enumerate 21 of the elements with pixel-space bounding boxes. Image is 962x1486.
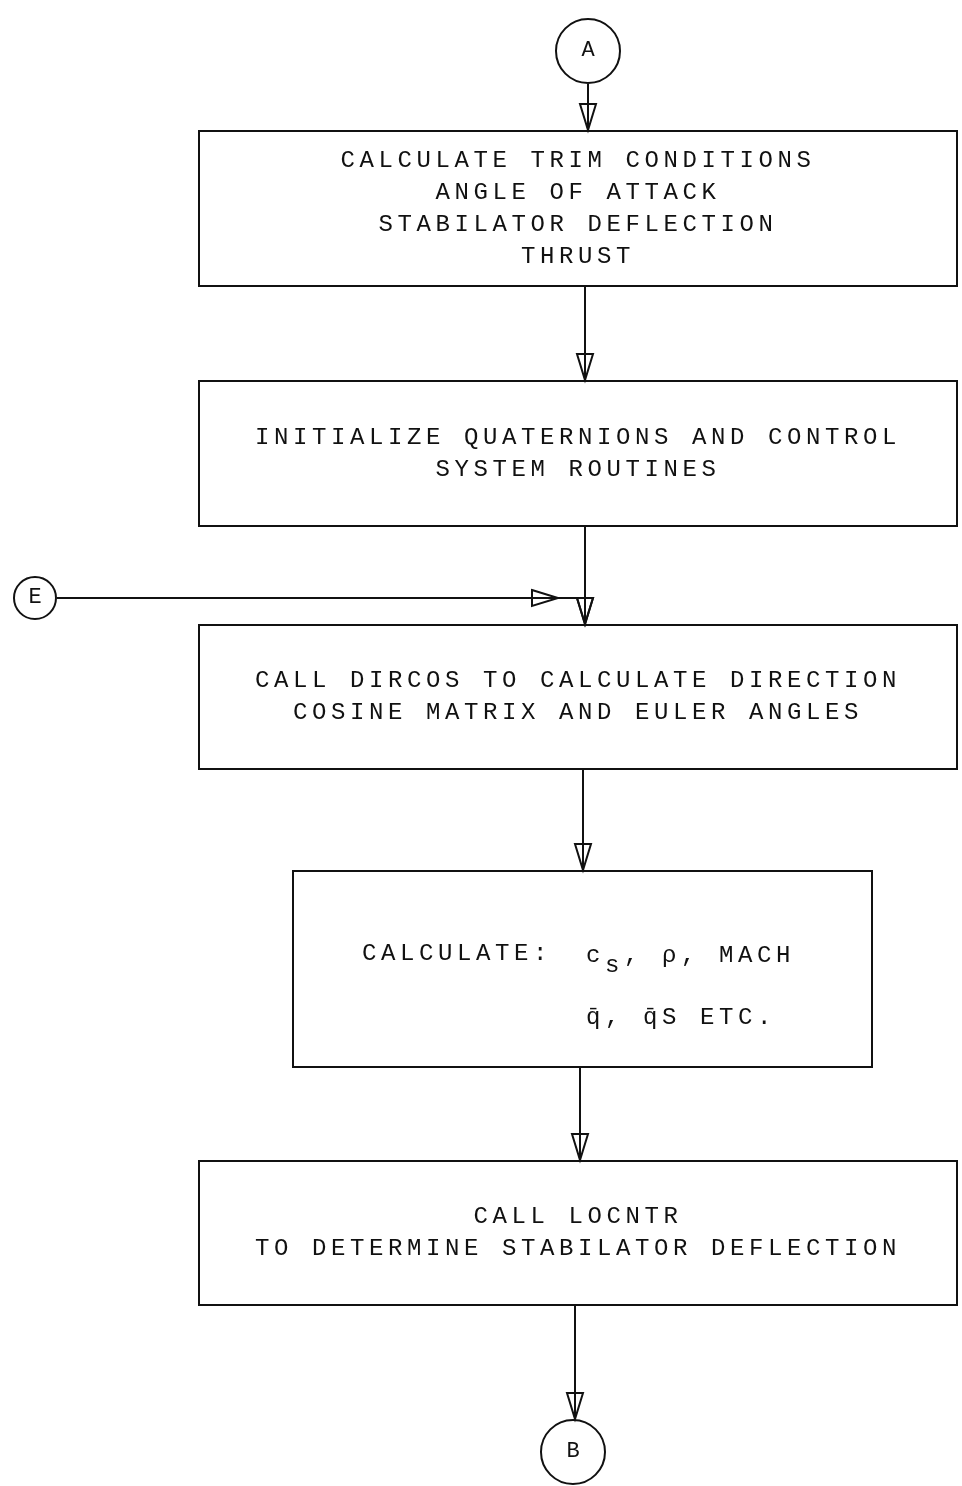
box-text: CALCULATE:: [362, 939, 553, 969]
box-text: ANGLE OF ATTACK: [435, 177, 721, 208]
connector-circle: [540, 1419, 606, 1485]
box-text: CALL DIRCOS TO CALCULATE DIRECTION COSINE MATRIX AND EULER ANGLES: [253, 666, 903, 728]
connector-label: A: [581, 37, 595, 65]
connector-label: E: [28, 584, 42, 612]
box-text: INITIALIZE QUATERNIONS AND CONTROL SYSTEM ROUTINES: [253, 422, 903, 485]
process-box: [292, 870, 873, 1068]
connector-circle: [555, 18, 621, 84]
process-box: [198, 380, 958, 527]
box-text: TO DETERMINE STABILATOR DEFLECTION: [254, 1234, 902, 1264]
box-text: CALCULATE TRIM CONDITIONS: [340, 145, 816, 176]
box-text: CALL LOCNTR: [473, 1202, 683, 1232]
process-box: [198, 1160, 958, 1306]
connector-label: B: [566, 1438, 580, 1466]
box-text: THRUST: [521, 241, 635, 272]
process-box: [198, 624, 958, 770]
box-text: q̄, q̄S ETC.: [586, 1003, 777, 1033]
connector-circle: [13, 576, 57, 620]
process-box: [198, 130, 958, 287]
box-text: STABILATOR DEFLECTION: [378, 209, 778, 240]
